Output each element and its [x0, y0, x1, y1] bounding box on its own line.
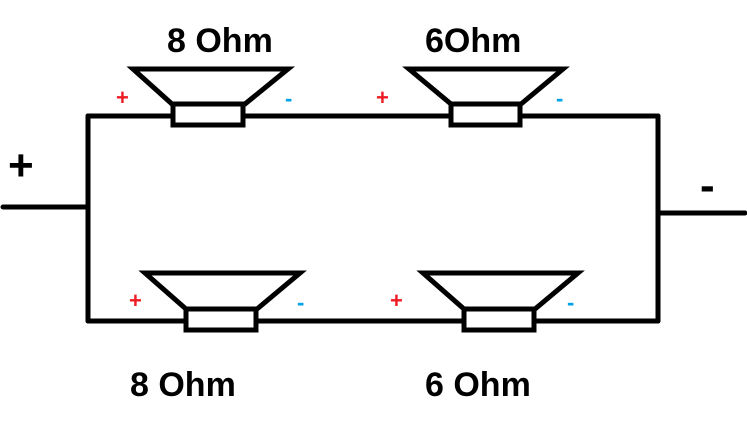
- plus-polarity: +: [129, 288, 142, 313]
- minus-polarity: -: [297, 290, 304, 315]
- speaker-magnet-icon: [183, 306, 259, 333]
- speaker-label: 6 Ohm: [425, 366, 531, 404]
- minus-polarity: -: [285, 86, 292, 111]
- plus-polarity: +: [390, 288, 403, 313]
- positive-terminal-label: +: [8, 141, 34, 190]
- speaker-cone-icon: [402, 66, 570, 107]
- speaker-magnet-icon: [448, 101, 523, 128]
- speaker-bottom-left: 8 Ohm + -: [129, 270, 307, 404]
- wires: [0, 113, 747, 324]
- speaker-label: 8 Ohm: [167, 22, 273, 60]
- speaker-label: 8 Ohm: [130, 366, 236, 404]
- speaker-label: 6Ohm: [425, 22, 521, 60]
- speaker-top-left: 8 Ohm + -: [116, 22, 296, 128]
- speaker-cone-icon: [138, 270, 307, 312]
- minus-polarity: -: [556, 86, 563, 111]
- speaker-bottom-right: 6 Ohm + -: [390, 270, 585, 404]
- speaker-top-right: 6Ohm + -: [376, 22, 570, 128]
- plus-polarity: +: [116, 85, 129, 110]
- speaker-cone-icon: [416, 270, 585, 312]
- negative-terminal-label: -: [700, 161, 715, 210]
- plus-polarity: +: [376, 85, 389, 110]
- speaker-magnet-icon: [170, 101, 246, 128]
- speaker-cone-icon: [126, 66, 296, 107]
- speaker-magnet-icon: [461, 306, 537, 333]
- minus-polarity: -: [567, 290, 574, 315]
